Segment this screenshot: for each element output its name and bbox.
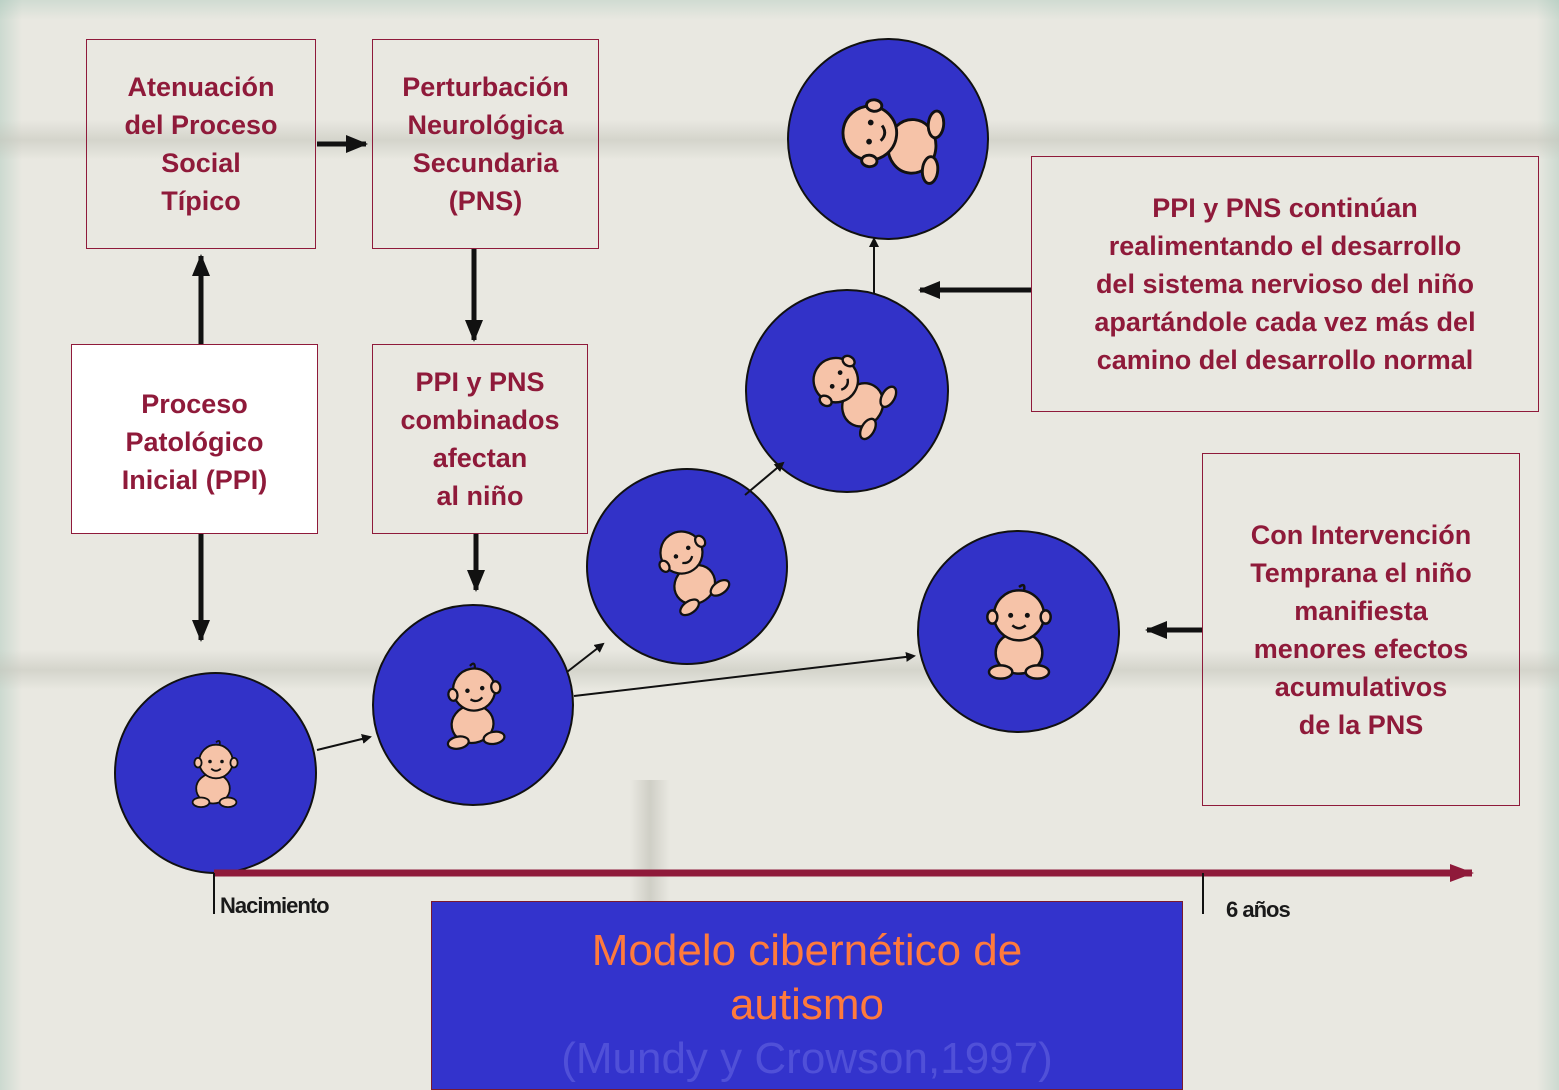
box-intervencion: Con Intervención Temprana el niño manifi… (1202, 453, 1520, 806)
box-perturbacion: Perturbación Neurológica Secundaria (PNS… (372, 39, 599, 249)
timeline-start-label: Nacimiento (220, 893, 330, 918)
title-box: Modelo cibernético de autismo (Mundy y C… (431, 901, 1183, 1090)
title-line-2: autismo (729, 980, 885, 1029)
baby-icon (658, 529, 731, 616)
box-combinados: PPI y PNS combinados afectan al niño (372, 344, 588, 534)
stage-circle-4 (745, 289, 949, 493)
arrow-stage3-to-stage4 (744, 461, 785, 496)
arrow-birth-to-stage2 (316, 734, 372, 751)
title-citation: (Mundy y Crowson,1997) (561, 1034, 1053, 1083)
baby-icon (446, 662, 506, 750)
stage-circle-5 (787, 38, 989, 240)
timeline-end-label: 6 años (1226, 897, 1291, 922)
title-line-1: Modelo cibernético de (591, 926, 1023, 975)
stage-circle-3 (586, 468, 788, 665)
arrow-stage2-to-intervention (573, 651, 916, 697)
baby-icon (811, 354, 897, 440)
stage-circle-2 (372, 604, 574, 806)
background-band (0, 120, 1559, 160)
box-continuan: PPI y PNS continúan realimentando el des… (1031, 156, 1539, 412)
stage-circle-intervention (917, 530, 1120, 733)
arrow-stage2-to-stage3 (566, 642, 605, 673)
baby-icon (841, 97, 945, 185)
baby-icon (985, 583, 1052, 680)
box-proceso: Proceso Patológico Inicial (PPI) (71, 344, 318, 534)
background-band (630, 780, 670, 920)
box-atenuacion: Atenuación del Proceso Social Típico (86, 39, 316, 249)
baby-icon (191, 739, 238, 808)
